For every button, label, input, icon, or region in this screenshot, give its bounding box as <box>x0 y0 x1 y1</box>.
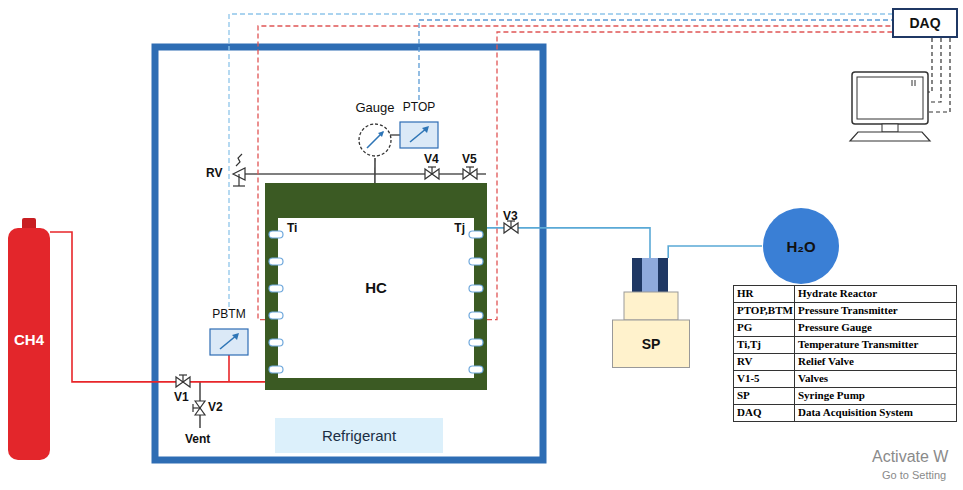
table-cell: PTOP,BTM <box>733 302 795 320</box>
table-cell: Hydrate Reactor <box>794 285 957 303</box>
computer-icon <box>850 72 930 141</box>
table-cell: SP <box>733 387 795 405</box>
sensor-label: Tj <box>454 221 465 235</box>
valve-label: V2 <box>208 400 223 414</box>
pipe-line <box>374 158 376 183</box>
valve-label: V4 <box>424 152 439 166</box>
table-cell: PG <box>733 319 795 337</box>
sensor-label: Ti <box>287 221 297 235</box>
water-line <box>487 228 650 258</box>
pressure-transmitter: PBTM <box>206 307 252 357</box>
daq-box: DAQ <box>892 8 958 38</box>
cell-label: HC <box>265 279 487 296</box>
valve-label: RV <box>206 166 222 180</box>
tap-line <box>228 355 230 382</box>
refrigerant-band: Refrigerant <box>275 418 443 453</box>
table-cell: Relief Valve <box>794 353 957 371</box>
pump-label: SP <box>642 336 661 352</box>
table-cell: Pressure Gauge <box>794 319 957 337</box>
pressure-transmitter: PTOP <box>398 100 440 150</box>
syringe-pump: SP <box>612 258 690 368</box>
band-label: Refrigerant <box>322 427 396 444</box>
table-cell: RV <box>733 353 795 371</box>
watermark: Activate W <box>872 448 948 466</box>
data-cable <box>928 38 950 112</box>
water-line <box>668 246 762 258</box>
valve-symbol <box>193 401 205 415</box>
table-cell: Valves <box>794 370 957 388</box>
gas-cylinder: CH4 <box>8 218 50 460</box>
relief-valve-symbol <box>233 154 245 186</box>
table-cell: Syringe Pump <box>794 387 957 405</box>
table-cell: Temperature Transmitter <box>794 336 957 354</box>
gauge-label: Gauge <box>355 100 394 116</box>
node-label: DAQ <box>909 15 940 31</box>
valve-symbol <box>176 375 190 387</box>
valve-symbol <box>463 167 477 179</box>
transmitter-label: PBTM <box>212 307 245 322</box>
cell-chamber <box>278 218 474 378</box>
watermark: Go to Setting <box>882 469 946 481</box>
table-cell: V1-5 <box>733 370 795 388</box>
valve-label: V5 <box>462 152 477 166</box>
gas-line <box>50 232 265 382</box>
valve-symbol <box>425 167 439 179</box>
water-tank: H₂O <box>762 207 840 285</box>
table-cell: Pressure Transmitter <box>794 302 957 320</box>
table-cell: Ti,Tj <box>733 336 795 354</box>
valve-label: V3 <box>503 209 518 223</box>
table-cell: DAQ <box>733 404 795 422</box>
table-cell: Data Acquisition System <box>794 404 957 422</box>
table-cell: HR <box>733 285 795 303</box>
transmitter-label: PTOP <box>403 100 435 115</box>
vent-line <box>245 173 486 175</box>
hydrate-cell: TiHC Tj <box>265 183 487 390</box>
tank-label: H₂O <box>786 238 815 255</box>
valve-label: V1 <box>174 390 189 404</box>
vent-label: Vent <box>185 432 210 446</box>
signal-line <box>487 32 892 320</box>
pressure-gauge: Gauge <box>345 100 405 158</box>
enclosure <box>155 47 543 460</box>
cylinder-label: CH4 <box>14 331 44 348</box>
